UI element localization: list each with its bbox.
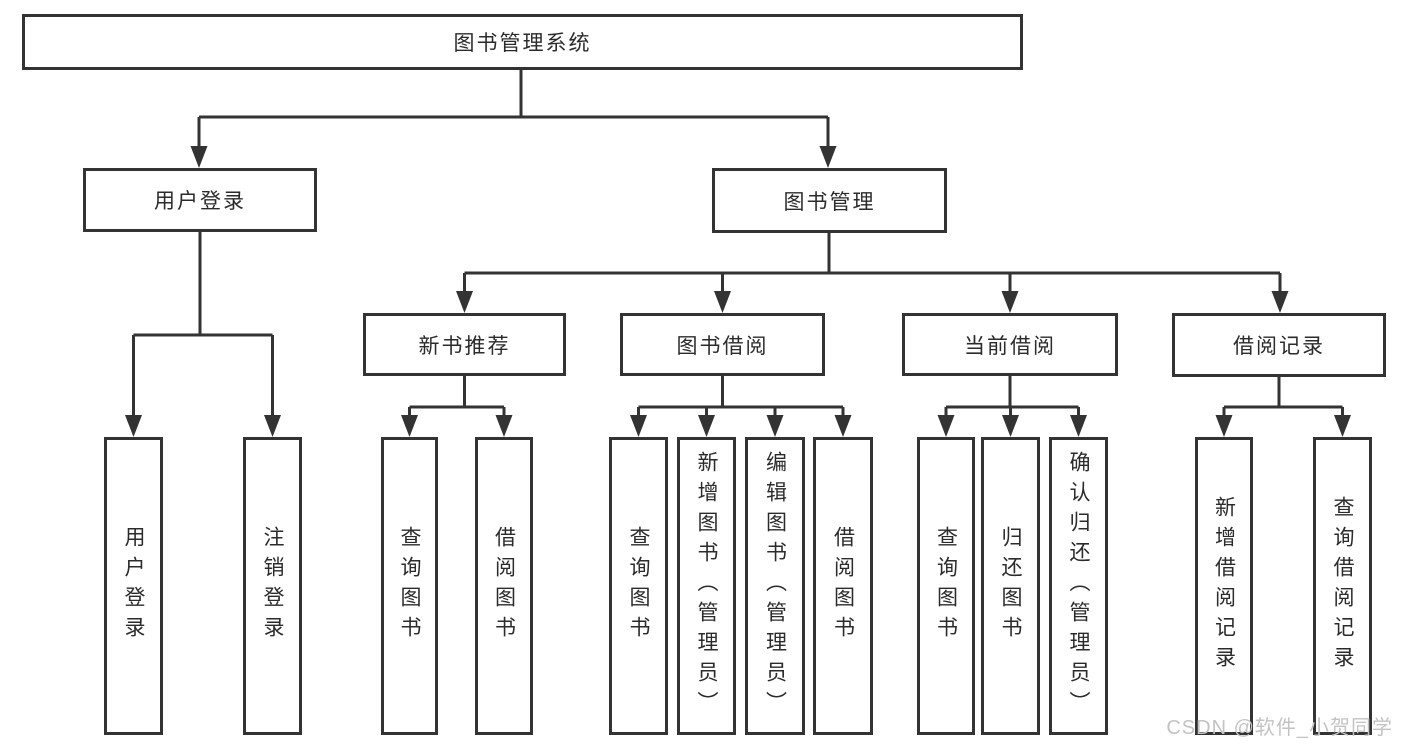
leaf-recommend-query-books-label: 查询图书 [398,526,421,646]
node-book-mgmt: 图书管理 [712,168,947,233]
leaf-recommend-borrow-books: 借阅图书 [475,437,533,735]
leaf-edit-books-admin-label: 编辑图书（管理员） [763,451,787,721]
leaf-query-borrow-record: 查询借阅记录 [1313,437,1372,735]
node-user-login: 用户登录 [83,168,317,232]
leaf-borrow-query-books: 查询图书 [609,437,668,735]
node-root-label: 图书管理系统 [453,32,592,55]
leaf-borrow-query-books-label: 查询图书 [627,526,650,646]
leaf-current-query-books-label: 查询图书 [934,526,958,646]
leaf-query-borrow-record-label: 查询借阅记录 [1331,496,1354,676]
leaf-confirm-return-admin: 确认归还（管理员） [1049,437,1108,735]
node-borrow-record: 借阅记录 [1172,313,1386,377]
node-new-book-recommend-label: 新书推荐 [418,334,511,358]
leaf-recommend-borrow-books-label: 借阅图书 [492,526,516,646]
leaf-borrow-books-label: 借阅图书 [831,526,855,646]
csdn-watermark: CSDN @软件_小贺同学 [1166,717,1393,739]
leaf-user-login-label: 用户登录 [122,526,145,646]
leaf-borrow-books: 借阅图书 [813,437,873,735]
leaf-return-books-label: 归还图书 [999,526,1022,646]
leaf-add-borrow-record-label: 新增借阅记录 [1212,496,1236,676]
node-book-borrow: 图书借阅 [620,313,825,376]
node-borrow-record-label: 借阅记录 [1233,335,1325,358]
leaf-confirm-return-admin-label: 确认归还（管理员） [1067,451,1090,721]
leaf-return-books: 归还图书 [981,437,1040,735]
leaf-add-books-admin: 新增图书（管理员） [677,437,736,735]
node-user-login-label: 用户登录 [154,190,246,213]
leaf-logout-label: 注销登录 [261,526,284,646]
leaf-user-login: 用户登录 [104,437,163,735]
node-root: 图书管理系统 [22,14,1023,70]
arrowhead-icons [125,146,1351,437]
leaf-edit-books-admin: 编辑图书（管理员） [745,437,805,735]
leaf-add-books-admin-label: 新增图书（管理员） [695,451,718,721]
leaf-recommend-query-books: 查询图书 [381,437,438,735]
node-book-mgmt-label: 图书管理 [783,190,876,214]
leaf-add-borrow-record: 新增借阅记录 [1195,437,1253,735]
node-new-book-recommend: 新书推荐 [363,313,566,376]
leaf-logout: 注销登录 [243,437,302,735]
node-book-borrow-label: 图书借阅 [676,334,769,358]
node-current-borrow-label: 当前借阅 [964,334,1056,358]
node-current-borrow: 当前借阅 [902,313,1118,376]
leaf-current-query-books: 查询图书 [917,437,975,735]
